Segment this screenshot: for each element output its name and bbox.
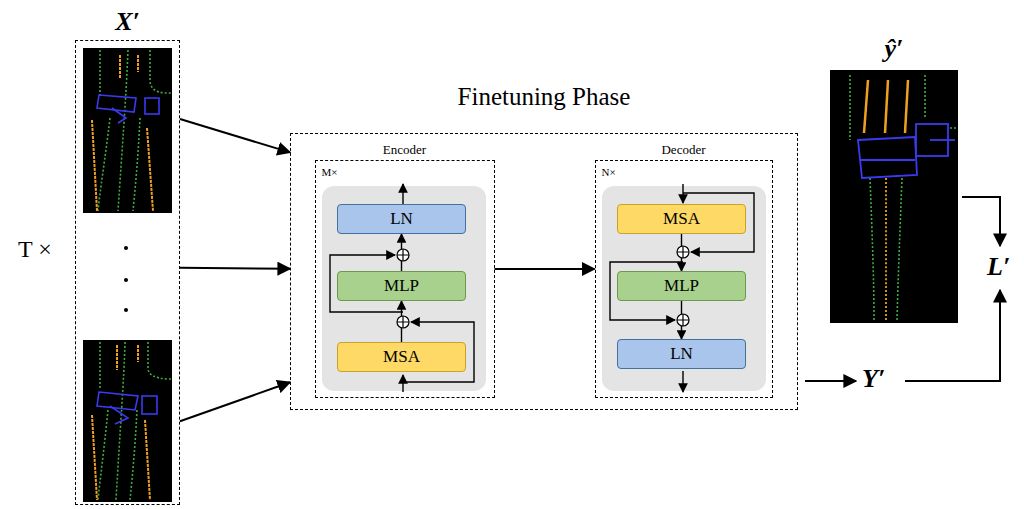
block-label: LN xyxy=(670,344,693,364)
residual-wire xyxy=(330,184,754,392)
flow-arrow xyxy=(180,267,290,270)
symbol-label: L′ xyxy=(987,252,1010,282)
map-image xyxy=(83,48,172,213)
flow-arrow xyxy=(180,119,290,152)
repeat-count: N× xyxy=(602,166,616,179)
input-frame: X′ xyxy=(75,40,180,505)
output-wire xyxy=(805,197,1000,381)
phase-frame: Finetuning PhaseEncoderM×LNMLPMSADecoder… xyxy=(290,133,798,410)
block-panel xyxy=(602,186,766,391)
heading-text: Finetuning Phase xyxy=(231,83,857,112)
map-image xyxy=(83,340,172,502)
flow-arrow xyxy=(495,268,595,270)
block-label: MLP xyxy=(664,276,699,296)
norm-block: LN xyxy=(617,339,746,369)
block-label: MSA xyxy=(383,347,420,367)
mlp-block: MLP xyxy=(617,271,746,301)
ellipsis-dots xyxy=(124,246,128,312)
block-label: MSA xyxy=(663,209,700,229)
heading-text: Encoder xyxy=(256,143,554,158)
repeat-count: M× xyxy=(322,166,338,179)
flow-arrow xyxy=(180,382,290,421)
heading-text: Decoder xyxy=(536,143,832,158)
encoder-frame: EncoderM×LNMLPMSA xyxy=(315,160,495,398)
decoder-frame: DecoderN×MSAMLPLN xyxy=(595,160,773,398)
heading-text: X′ xyxy=(16,7,239,37)
block-panel xyxy=(322,186,486,391)
norm-block: LN xyxy=(337,204,466,234)
heading-text: ŷ′ xyxy=(770,34,1018,64)
mlp-block: MLP xyxy=(337,271,466,301)
symbol-label: Y′ xyxy=(862,364,885,394)
map-image xyxy=(830,70,958,323)
output-image: ŷ′ xyxy=(830,70,958,323)
block-label: LN xyxy=(390,209,413,229)
block-label: MLP xyxy=(384,276,419,296)
repeat-count: T × xyxy=(18,236,52,263)
attention-block: MSA xyxy=(337,342,466,372)
attention-block: MSA xyxy=(617,204,746,234)
